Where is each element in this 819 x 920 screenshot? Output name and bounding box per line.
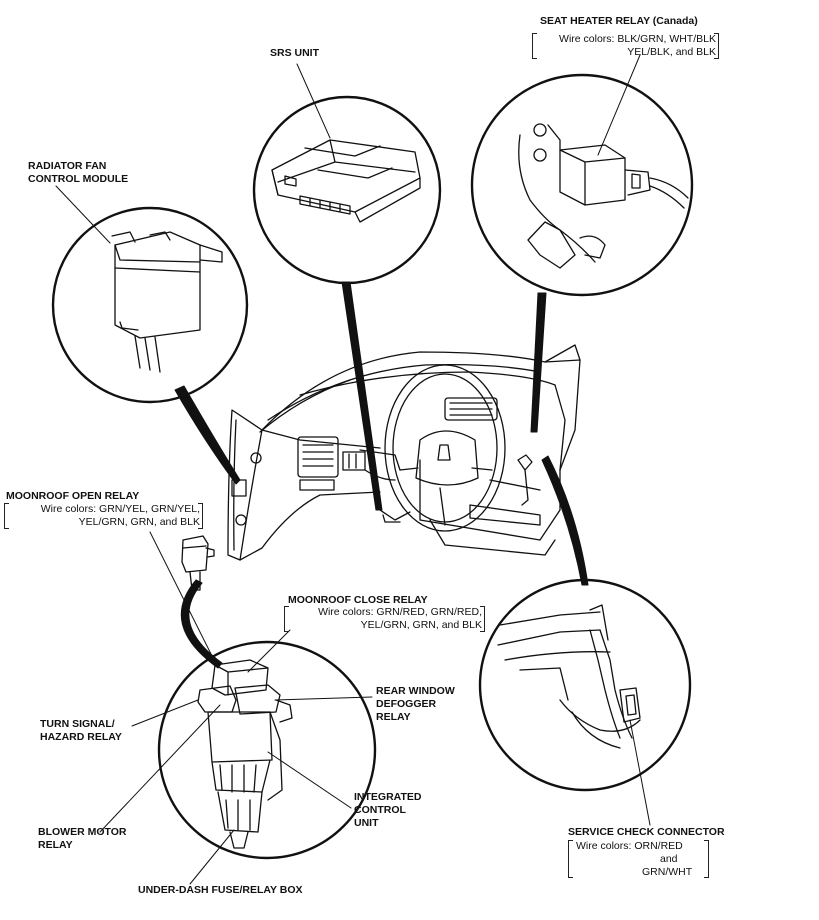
service-check-wire-colors: Wire colors: ORN/RED and GRN/WHT	[576, 840, 704, 879]
integrated-control-line-1: INTEGRATED	[354, 791, 422, 803]
dashboard-outline	[228, 345, 580, 560]
service-check-connector-detail	[498, 605, 640, 748]
integrated-control-line-3: UNIT	[354, 817, 379, 829]
seat-heater-wire-colors: Wire colors: BLK/GRN, WHT/BLK YEL/BLK, a…	[534, 33, 716, 59]
srs-unit-detail	[272, 140, 420, 222]
moonroof-close-bracket-left	[284, 606, 289, 632]
seat-heater-wires-line-1: Wire colors: BLK/GRN, WHT/BLK	[559, 33, 716, 45]
moonroof-close-wires-line-2: YEL/GRN, GRN, and BLK	[360, 619, 482, 631]
integrated-control-label: INTEGRATED CONTROL UNIT	[354, 791, 421, 830]
rear-window-defogger-label: REAR WINDOW DEFOGGER RELAY	[376, 685, 455, 724]
radiator-fan-label: RADIATOR FAN CONTROL MODULE	[28, 160, 128, 186]
service-check-wires-line-3: GRN/WHT	[642, 866, 693, 878]
seat-heater-bracket-left	[532, 33, 537, 59]
seat-heater-relay-label: SEAT HEATER RELAY (Canada)	[540, 15, 698, 27]
service-check-label: SERVICE CHECK CONNECTOR	[568, 826, 725, 838]
blower-motor-line-1: BLOWER MOTOR	[38, 826, 127, 838]
radiator-fan-label-line-1: RADIATOR FAN	[28, 160, 107, 172]
seat-heater-wires-line-2: YEL/BLK, and BLK	[627, 46, 716, 58]
integrated-control-line-2: CONTROL	[354, 804, 406, 816]
moonroof-open-bracket-left	[4, 503, 9, 529]
service-check-wires-line-1: Wire colors: ORN/RED	[576, 840, 683, 852]
steering-wheel	[360, 365, 505, 531]
radiator-fan-label-line-2: CONTROL MODULE	[28, 173, 129, 185]
srs-unit-label: SRS UNIT	[270, 47, 320, 59]
rear-window-defogger-line-2: DEFOGGER	[376, 698, 437, 710]
moonroof-open-relay-detail	[182, 536, 214, 590]
moonroof-open-relay-label: MOONROOF OPEN RELAY	[6, 490, 140, 502]
service-check-wires-line-2: and	[660, 853, 678, 865]
pointer-lines	[56, 55, 650, 884]
moonroof-open-wire-colors: Wire colors: GRN/YEL, GRN/YEL, YEL/GRN, …	[8, 503, 200, 529]
seat-heater-bracket-right	[714, 33, 719, 59]
blower-motor-label: BLOWER MOTOR RELAY	[38, 826, 126, 852]
turn-signal-line-2: HAZARD RELAY	[40, 731, 122, 743]
moonroof-close-wires-line-1: Wire colors: GRN/RED, GRN/RED,	[318, 606, 482, 618]
turn-signal-label: TURN SIGNAL/ HAZARD RELAY	[40, 718, 122, 744]
seat-heater-relay-detail	[519, 124, 688, 268]
service-check-bracket-right	[704, 840, 709, 878]
radiator-fan-module-detail	[112, 232, 222, 372]
moonroof-close-relay-label: MOONROOF CLOSE RELAY	[288, 594, 428, 606]
blower-motor-line-2: RELAY	[38, 839, 73, 851]
rear-window-defogger-line-3: RELAY	[376, 711, 411, 723]
connection-leaders	[175, 282, 588, 668]
under-dash-fuse-label: UNDER-DASH FUSE/RELAY BOX	[138, 884, 303, 896]
turn-signal-line-1: TURN SIGNAL/	[40, 718, 115, 730]
moonroof-close-wire-colors: Wire colors: GRN/RED, GRN/RED, YEL/GRN, …	[288, 606, 482, 632]
service-check-bracket-left	[568, 840, 573, 878]
fuse-box-detail	[198, 660, 292, 848]
moonroof-close-bracket-right	[480, 606, 485, 632]
rear-window-defogger-line-1: REAR WINDOW	[376, 685, 455, 697]
moonroof-open-wires-line-1: Wire colors: GRN/YEL, GRN/YEL,	[40, 503, 200, 515]
moonroof-open-bracket-right	[198, 503, 203, 529]
moonroof-open-wires-line-2: YEL/GRN, GRN, and BLK	[78, 516, 200, 528]
